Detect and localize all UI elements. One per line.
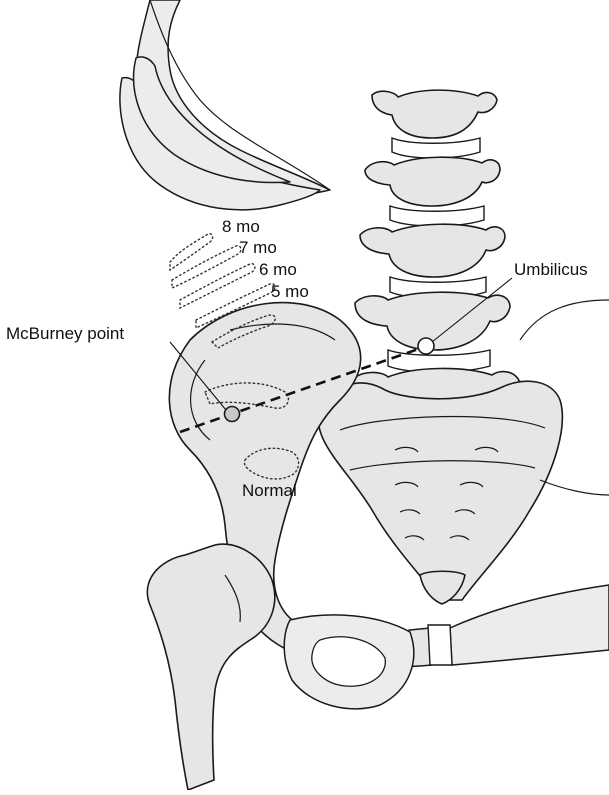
label-normal: Normal <box>242 481 297 500</box>
outline-7-months <box>172 246 241 288</box>
label-mcburney-point: McBurney point <box>6 324 124 343</box>
label-6-months: 6 mo <box>259 260 297 279</box>
lumbar-spine <box>352 90 520 428</box>
label-umbilicus: Umbilicus <box>514 260 588 279</box>
outline-8-months <box>170 234 213 270</box>
label-7-months: 7 mo <box>239 238 277 257</box>
umbilicus-marker <box>418 338 434 354</box>
femur <box>147 544 274 790</box>
label-5-months: 5 mo <box>271 282 309 301</box>
pubis <box>284 615 414 709</box>
label-8-months: 8 mo <box>222 217 260 236</box>
sacrum <box>318 381 562 604</box>
outline-6-months <box>180 264 255 308</box>
mcburney-point-marker <box>225 407 240 422</box>
lower-ribs <box>120 0 330 210</box>
